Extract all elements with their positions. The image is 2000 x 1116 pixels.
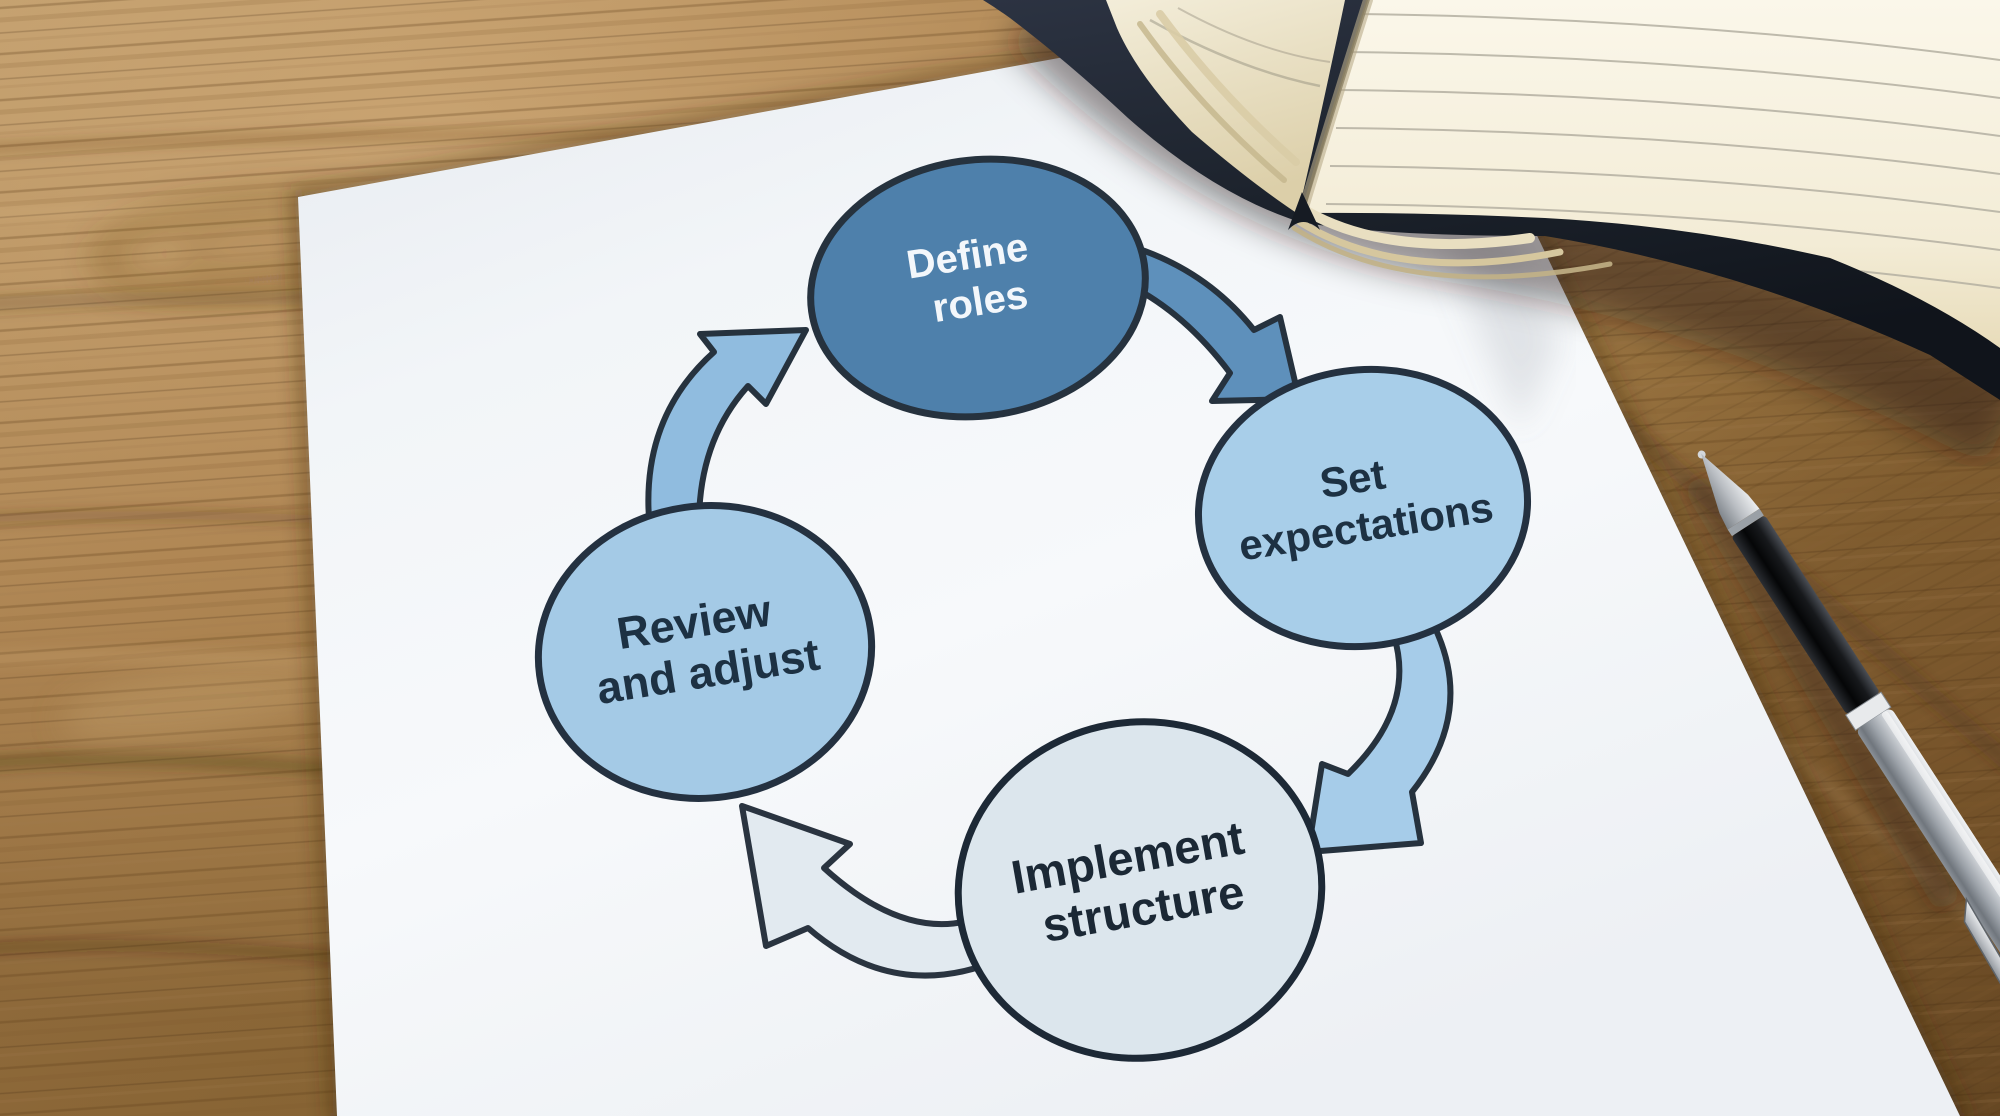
ballpoint-pen	[1682, 450, 2000, 1116]
step-circle-review-and-adjust	[534, 502, 876, 802]
arrow-review-to-define	[645, 327, 809, 551]
step-circle-set-expectations	[1194, 365, 1532, 651]
pen-clip	[1963, 896, 2000, 1032]
step-circle-implement-structure	[954, 718, 1326, 1062]
pen-black-grip	[1732, 516, 1879, 713]
pen-shadow	[1682, 472, 1963, 913]
notebook-page-stack-edges	[1137, 0, 1613, 280]
pen-tip-cone	[1701, 453, 1760, 530]
cycle-diagram: Define roles Set expectations Implement …	[534, 155, 1532, 1062]
step-circle-define-roles	[807, 155, 1149, 421]
pen-barrel	[1857, 709, 2000, 1116]
open-notebook	[983, 0, 2000, 465]
notebook-right-page	[1304, 0, 2000, 348]
notebook-ruled-lines	[1321, 13, 2000, 289]
pen-barrel-highlight	[1881, 711, 2000, 1107]
notebook-spine-gutter	[1288, 192, 1320, 230]
pen-tip-ring	[1727, 508, 1764, 537]
arrow-implement-to-review	[739, 803, 1011, 979]
